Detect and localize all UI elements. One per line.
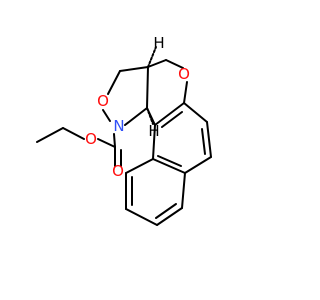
molecule-structure: O O N O O H H (36, 34, 212, 226)
bond-n-oisox (102, 109, 111, 122)
bond-c3a-htop (147, 46, 157, 68)
bond-ch2-oester (62, 127, 85, 140)
bond-ch2-c3a (119, 66, 149, 72)
bond-c8-c9 (156, 207, 183, 226)
bond-c7a-c8 (181, 172, 186, 209)
atom-n-isoxazolidine: N (113, 117, 124, 135)
bond-ch3-ch2 (36, 127, 64, 143)
atom-h-bottom: H (148, 122, 159, 140)
bond-c11b-c5a (154, 102, 185, 126)
bond-c6-c7 (206, 121, 212, 158)
atom-o-carbonyl: O (112, 162, 124, 180)
bond-c11-c11a (125, 158, 154, 174)
bond-c9-c10 (125, 208, 158, 226)
atom-o-ring: O (178, 65, 190, 83)
bond-c7a-c11a (152, 158, 186, 174)
bond-oring-c5a (183, 81, 188, 104)
bond-c11c-n (124, 107, 148, 126)
bond-carbonylc-n (113, 133, 116, 148)
bond-c11a-c11b (152, 124, 156, 160)
bond-c3a-c11c (146, 66, 149, 109)
bond-c8-c9-inner (155, 203, 177, 219)
atom-h-top: H (153, 34, 164, 52)
bond-ch2-oring (165, 59, 184, 69)
bond-c3a-ch2 (147, 59, 167, 68)
bond-c7-c7a (184, 156, 212, 174)
atom-o-isoxazolidine: O (97, 92, 109, 110)
bonds (36, 46, 212, 226)
bond-c11b-c5a-inner (161, 111, 183, 128)
bond-c7a-c11a-inner (157, 155, 182, 167)
atom-labels: O O N O O H H (85, 34, 190, 180)
bond-oisox-ch2 (107, 70, 121, 95)
bond-c11c-hbottom (146, 107, 154, 125)
bond-c5a-c6 (183, 102, 208, 123)
atom-o-ester: O (85, 130, 97, 148)
bond-oester-carbonylc (97, 138, 116, 148)
bond-c6-c7-inner (201, 128, 206, 155)
